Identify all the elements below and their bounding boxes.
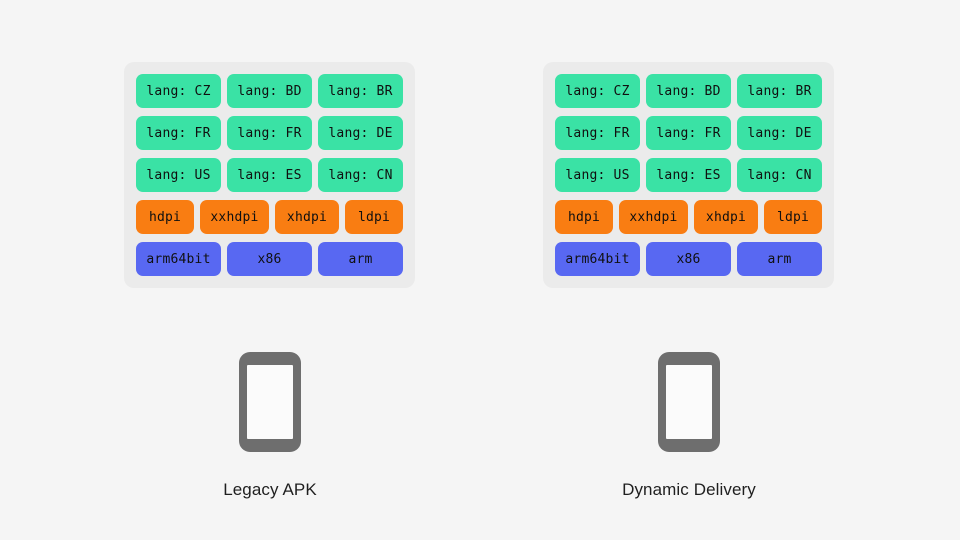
- chip-lang[interactable]: lang: DE: [318, 116, 403, 150]
- chip-lang[interactable]: lang: US: [136, 158, 221, 192]
- chip-lang[interactable]: lang: BR: [737, 74, 822, 108]
- chip-abi[interactable]: arm64bit: [136, 242, 221, 276]
- chip-density[interactable]: xxhdpi: [200, 200, 269, 234]
- chip-lang[interactable]: lang: ES: [646, 158, 731, 192]
- chip-density[interactable]: hdpi: [136, 200, 194, 234]
- chip-lang[interactable]: lang: CN: [318, 158, 403, 192]
- device-legacy-apk: Legacy APK: [60, 352, 480, 500]
- chip-lang[interactable]: lang: BD: [646, 74, 731, 108]
- chip-abi[interactable]: arm: [318, 242, 403, 276]
- chip-lang[interactable]: lang: CZ: [555, 74, 640, 108]
- device-dynamic-delivery: Dynamic Delivery: [479, 352, 899, 500]
- chip-lang[interactable]: lang: CN: [737, 158, 822, 192]
- chip-lang[interactable]: lang: DE: [737, 116, 822, 150]
- chip-density[interactable]: xhdpi: [275, 200, 339, 234]
- chip-lang[interactable]: lang: FR: [227, 116, 312, 150]
- chip-lang[interactable]: lang: US: [555, 158, 640, 192]
- chip-density[interactable]: ldpi: [345, 200, 403, 234]
- chip-density[interactable]: hdpi: [555, 200, 613, 234]
- chip-abi[interactable]: x86: [227, 242, 312, 276]
- caption-dynamic-delivery: Dynamic Delivery: [622, 480, 756, 499]
- phone-screen: [247, 365, 293, 439]
- phone-screen: [666, 365, 712, 439]
- chip-lang[interactable]: lang: CZ: [136, 74, 221, 108]
- chip-abi[interactable]: arm64bit: [555, 242, 640, 276]
- chip-abi[interactable]: x86: [646, 242, 731, 276]
- chip-density[interactable]: xxhdpi: [619, 200, 688, 234]
- chip-abi[interactable]: arm: [737, 242, 822, 276]
- chip-lang[interactable]: lang: BR: [318, 74, 403, 108]
- caption-legacy-apk: Legacy APK: [223, 480, 317, 499]
- phone-icon: [239, 352, 301, 452]
- chip-lang[interactable]: lang: FR: [646, 116, 731, 150]
- chip-lang[interactable]: lang: BD: [227, 74, 312, 108]
- chip-lang[interactable]: lang: FR: [555, 116, 640, 150]
- chip-lang[interactable]: lang: ES: [227, 158, 312, 192]
- phone-icon: [658, 352, 720, 452]
- chip-density[interactable]: xhdpi: [694, 200, 758, 234]
- chip-lang[interactable]: lang: FR: [136, 116, 221, 150]
- chip-density[interactable]: ldpi: [764, 200, 822, 234]
